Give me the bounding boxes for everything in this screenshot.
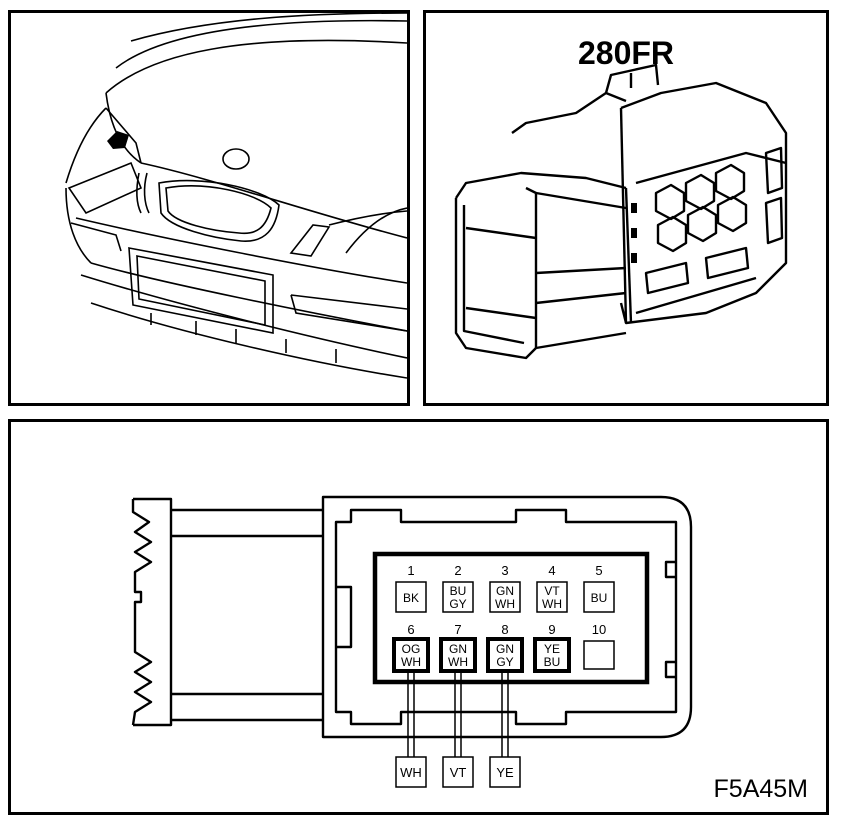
pinout-diagram: 1 BK 2 BU GY 3 GN WH 4 VT WH 5 BU (131, 495, 693, 788)
pin-color-code: YE (544, 642, 560, 656)
pin-2: 2 BU GY (442, 563, 474, 613)
pin-field-frame (372, 551, 650, 685)
pin-color-code: BK (403, 591, 419, 605)
pin-number: 2 (454, 563, 461, 578)
connector-3d-illustration (454, 63, 788, 360)
pin-number: 10 (592, 622, 606, 637)
pin-10: 10 (583, 622, 615, 670)
pin-color-code: OG (402, 642, 421, 656)
pin-7: 7 GN WH (439, 622, 477, 673)
wire-label-pin-8: YE (489, 756, 521, 788)
wire-label-pin-7: VT (442, 756, 474, 788)
wire-label-pin-6: WH (395, 756, 427, 788)
pin-color-code: GY (449, 597, 466, 611)
pin-number: 6 (407, 622, 414, 637)
connector-location-marker (107, 131, 129, 149)
pin-color-code: WH (542, 597, 562, 611)
pin-color-code: WH (401, 655, 421, 669)
pin-number: 1 (407, 563, 414, 578)
connector-pinout-panel: 1 BK 2 BU GY 3 GN WH 4 VT WH 5 BU (8, 419, 829, 815)
pin-color-code: BU (591, 591, 608, 605)
wire-color-code: YE (496, 765, 514, 780)
pin-color-code: WH (448, 655, 468, 669)
connector-3d-panel: 280FR (423, 10, 829, 406)
pin-3: 3 GN WH (489, 563, 521, 613)
vehicle-front-illustration (65, 13, 407, 379)
pin-color-code: VT (544, 584, 560, 598)
pin-color-code: GN (496, 584, 514, 598)
pin-color-code: GY (496, 655, 513, 669)
pin-number: 3 (501, 563, 508, 578)
figure-code: F5A45M (713, 775, 808, 803)
pin-9: 9 YE BU (533, 622, 571, 673)
pin-color-code: BU (544, 655, 561, 669)
pin-color-code: BU (450, 584, 467, 598)
pin-number: 9 (548, 622, 555, 637)
pin-number: 7 (454, 622, 461, 637)
pin-number: 4 (548, 563, 555, 578)
vehicle-location-panel (8, 10, 410, 406)
pin-color-code: GN (449, 642, 467, 656)
pin-color-code: GN (496, 642, 514, 656)
wire-color-code: WH (400, 765, 422, 780)
connector-title: 280FR (577, 35, 675, 71)
pin-1: 1 BK (395, 563, 427, 613)
pin-8: 8 GN GY (486, 622, 524, 673)
pin-number: 5 (595, 563, 602, 578)
pin-number: 8 (501, 622, 508, 637)
pin-4: 4 VT WH (536, 563, 568, 613)
pin-6: 6 OG WH (392, 622, 430, 673)
pin-5: 5 BU (583, 563, 615, 613)
wire-color-code: VT (450, 765, 467, 780)
pin-color-code: WH (495, 597, 515, 611)
